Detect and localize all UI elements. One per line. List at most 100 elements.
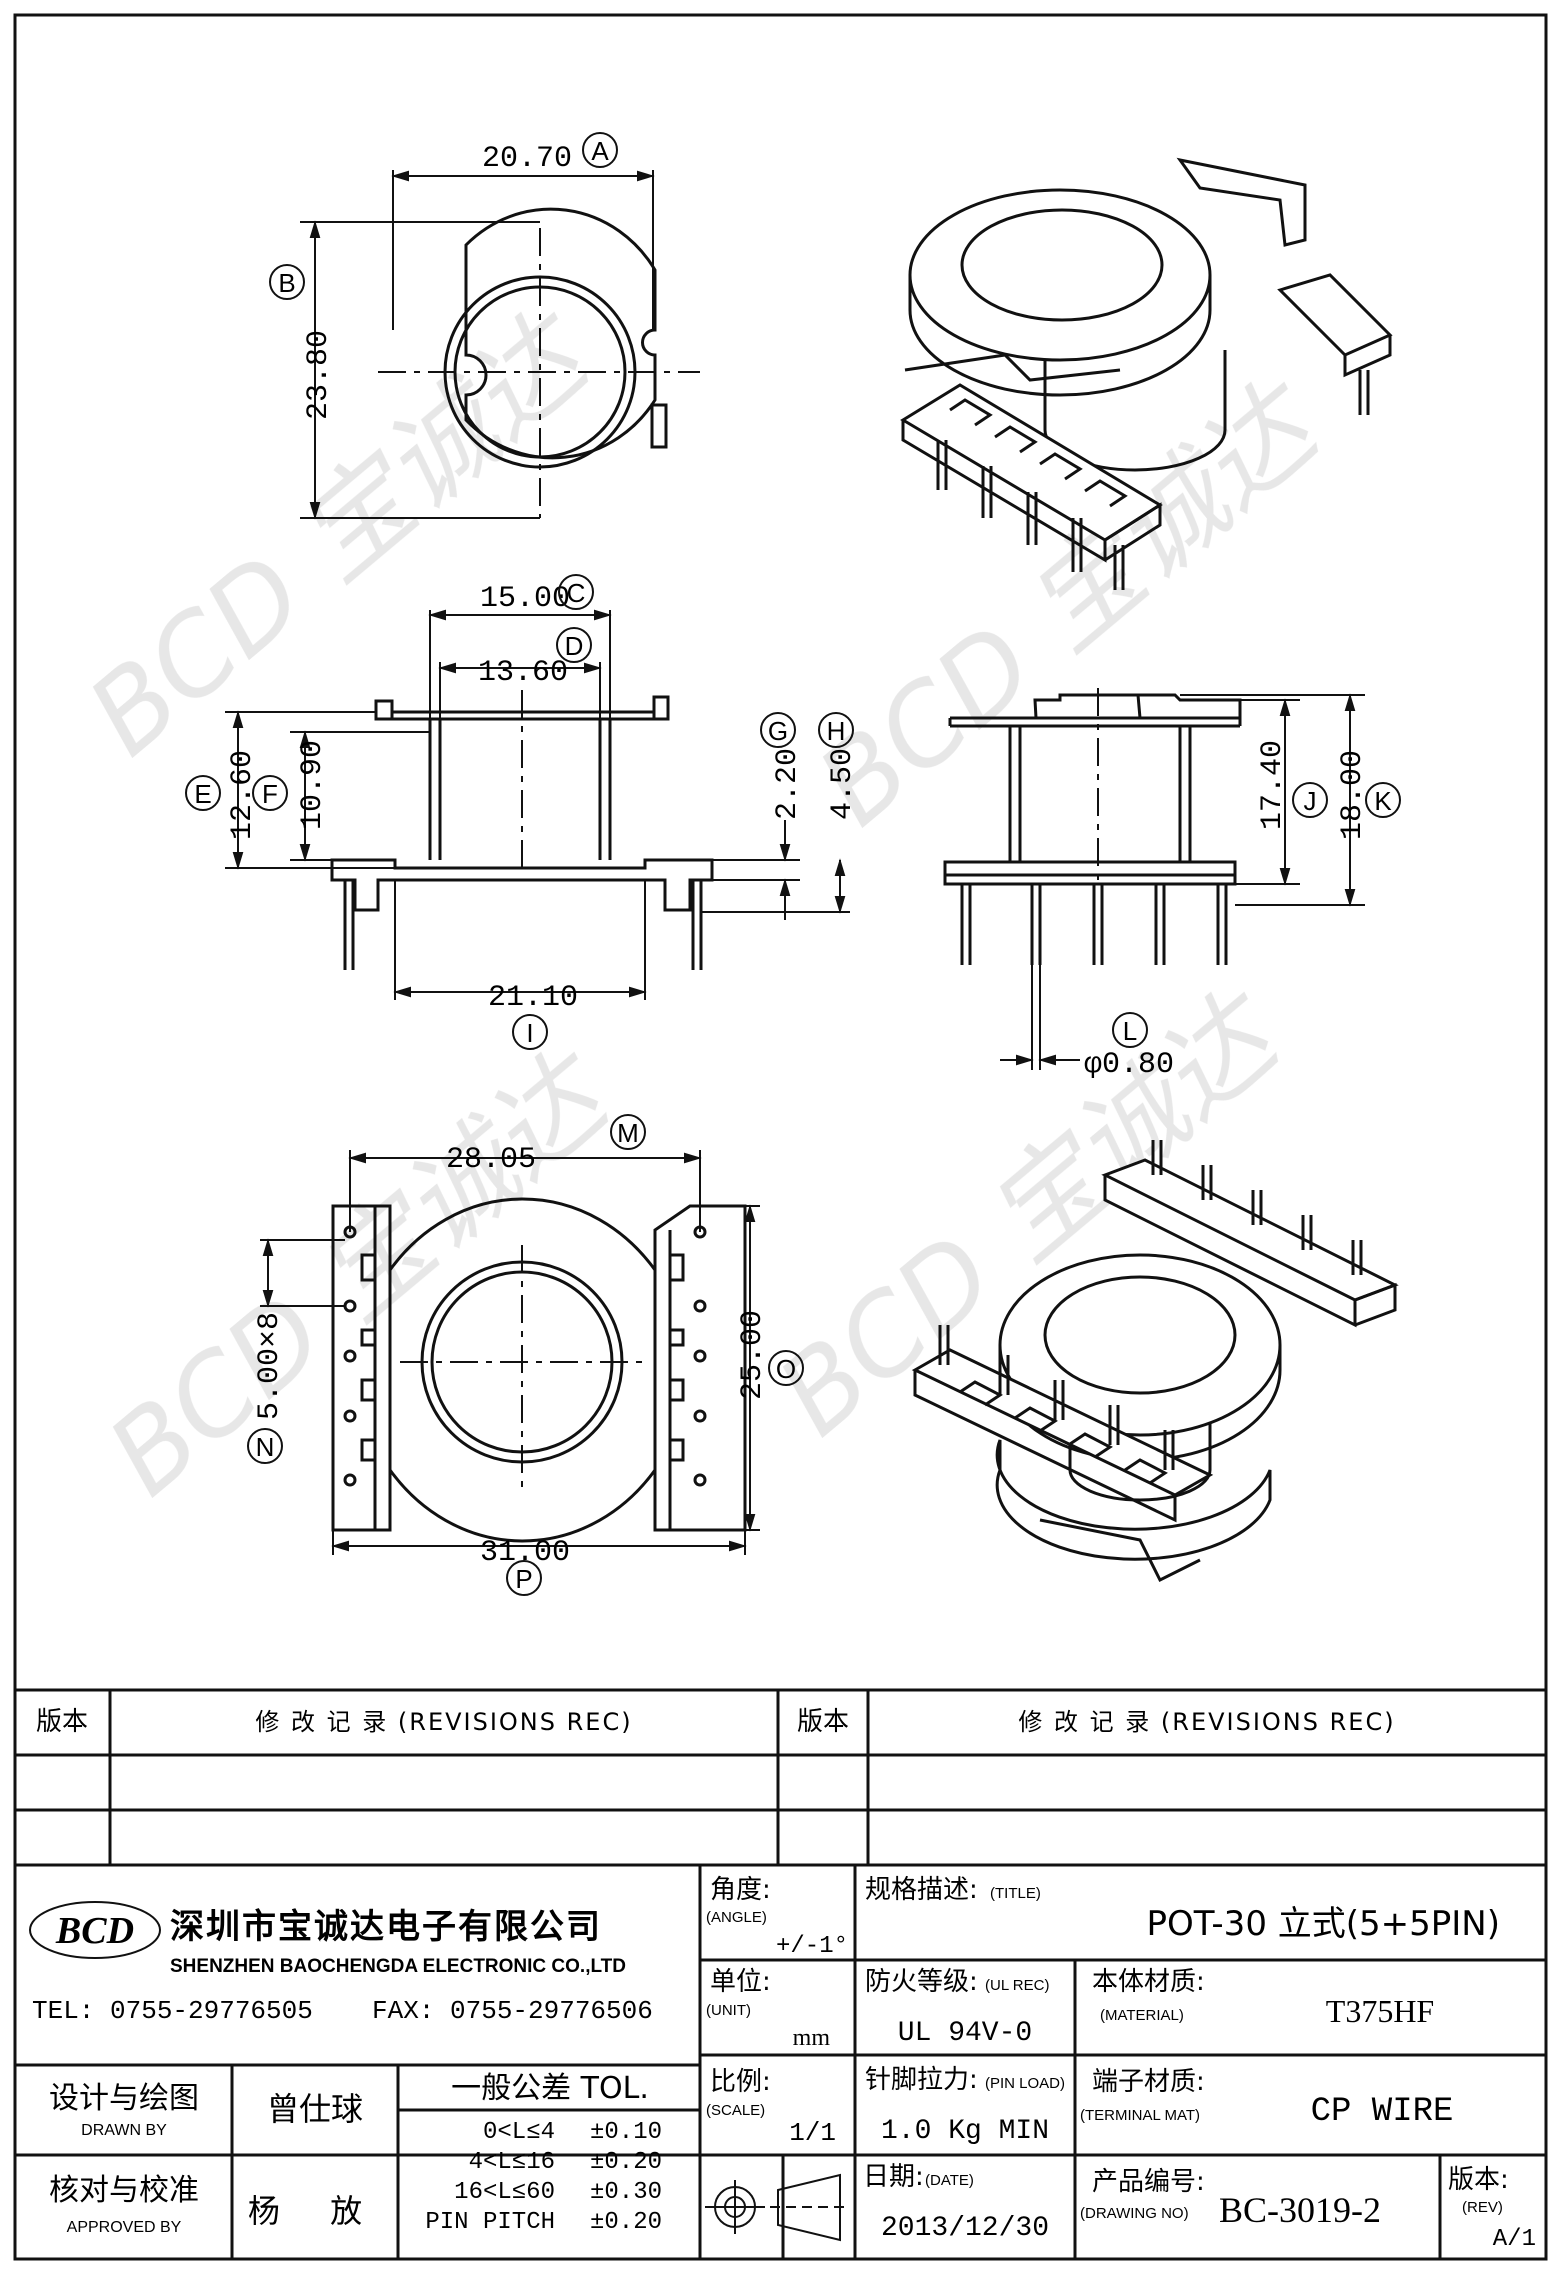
- dim-p: [331, 1530, 747, 1555]
- material-label: 本体材质:: [1092, 1967, 1205, 1997]
- dim-m-value: 28.05: [446, 1143, 536, 1177]
- tol-range: 0<L≤4: [483, 2119, 555, 2146]
- balloon-h: [818, 712, 854, 748]
- balloon-l: [1112, 1012, 1148, 1048]
- balloon-c-label: C: [567, 578, 586, 608]
- pinload-value: 1.0 Kg MIN: [881, 2116, 1049, 2147]
- balloon-m: [610, 1114, 646, 1150]
- bottom-view-centerlines: [400, 1245, 645, 1490]
- pinload-label: 针脚拉力:: [865, 2065, 978, 2095]
- balloon-p-label: P: [515, 1564, 532, 1594]
- approved-label: 核对与校准: [49, 2173, 199, 2208]
- pinload-label-en: (PIN LOAD): [985, 2075, 1065, 2092]
- balloon-e: [185, 775, 221, 811]
- company-name-en: SHENZHEN BAOCHENGDA ELECTRONIC CO.,LTD: [170, 1956, 626, 1977]
- dim-h: [700, 858, 850, 914]
- dim-a-value: 20.70: [482, 142, 572, 176]
- rev-col-version-right: 版本: [797, 1707, 849, 1737]
- approved-label-en: APPROVED BY: [67, 2219, 182, 2236]
- unit-label-en: (UNIT): [706, 2002, 751, 2019]
- balloon-h-label: H: [827, 716, 846, 746]
- title-value: POT-30 立式(5+5PIN): [1147, 1904, 1501, 1944]
- balloon-n-label: N: [256, 1432, 275, 1462]
- balloon-f: [252, 775, 288, 811]
- title-label-en: (TITLE): [990, 1885, 1041, 1902]
- dim-e: [225, 710, 395, 870]
- iso-view-2: [911, 1158, 1399, 1583]
- front-view-pins: [343, 880, 703, 970]
- rev-label: 版本:: [1448, 2165, 1509, 2195]
- dim-k-value: 18.00: [1336, 750, 1370, 840]
- balloon-a-label: A: [591, 136, 609, 166]
- angle-value: +/-1°: [776, 1933, 848, 1960]
- dim-i: [393, 880, 647, 1000]
- dim-f-value: 10.90: [296, 740, 330, 830]
- fire-value: UL 94V-0: [898, 2018, 1032, 2049]
- angle-label-en: (ANGLE): [706, 1909, 767, 1926]
- balloon-j-label: J: [1304, 786, 1317, 816]
- dim-o: [744, 1204, 760, 1532]
- tol-list: 0<L≤4 ±0.10 4<L≤16 ±0.20 16<L≤60 ±0.30 P…: [425, 2119, 662, 2236]
- balloon-c: [558, 574, 594, 610]
- dim-k: [1180, 693, 1365, 907]
- dim-n: [260, 1238, 345, 1308]
- balloon-g: [760, 712, 796, 748]
- scale-label: 比例:: [710, 2067, 771, 2097]
- tol-value: ±0.10: [590, 2119, 662, 2146]
- balloon-e-label: E: [194, 779, 211, 809]
- rev-col-record-left: 修 改 记 录 (REVISIONS REC): [255, 1708, 632, 1736]
- balloon-p: [506, 1560, 542, 1596]
- dim-l: [1000, 965, 1080, 1070]
- title-label: 规格描述:: [865, 1875, 978, 1905]
- rev-value: A/1: [1493, 2226, 1536, 2253]
- dim-j: [1235, 698, 1300, 886]
- terminal-value: CP WIRE: [1311, 2093, 1454, 2131]
- svg-text:BCD: BCD: [55, 1910, 134, 1952]
- company-fax: FAX: 0755-29776506: [372, 1996, 653, 2026]
- dim-d-value: 13.60: [478, 656, 568, 690]
- unit-value: mm: [793, 2025, 831, 2051]
- drawn-value: 曾仕球: [267, 2090, 363, 2128]
- tol-title: 一般公差 TOL.: [451, 2071, 649, 2106]
- drawn-label-en: DRAWN BY: [81, 2122, 167, 2139]
- dim-b: [300, 220, 540, 520]
- dim-m: [348, 1150, 702, 1232]
- tol-range: 4<L≤16: [469, 2149, 555, 2176]
- balloon-b: [269, 264, 305, 300]
- dim-g: [712, 820, 800, 920]
- balloon-k: [1365, 782, 1401, 818]
- material-value: T375HF: [1326, 1993, 1434, 2029]
- balloon-o: [768, 1350, 804, 1386]
- balloon-g-label: G: [768, 716, 788, 746]
- balloon-f-label: F: [262, 779, 278, 809]
- tol-range: 16<L≤60: [454, 2179, 555, 2206]
- fire-label-en: (UL REC): [985, 1977, 1049, 1994]
- company-tel: TEL: 0755-29776505: [32, 1996, 313, 2026]
- balloon-a: [582, 132, 618, 168]
- title-block-grid: [15, 1688, 1546, 2259]
- material-label-en: (MATERIAL): [1100, 2007, 1184, 2024]
- date-label: 日期:: [863, 2162, 924, 2192]
- iso-view-2-pins: [938, 1140, 1363, 1470]
- fire-label: 防火等级:: [865, 1967, 978, 1997]
- dim-j-value: 17.40: [1256, 740, 1290, 830]
- balloon-j: [1292, 782, 1328, 818]
- dim-c: [428, 609, 612, 719]
- top-view-centerlines: [378, 228, 700, 518]
- balloon-b-label: B: [278, 268, 295, 298]
- rev-col-record-right: 修 改 记 录 (REVISIONS REC): [1018, 1708, 1395, 1736]
- dim-e-value: 12.60: [226, 750, 260, 840]
- company-name-cn: 深圳市宝诚达电子有限公司: [170, 1907, 602, 1947]
- tol-value: ±0.20: [590, 2209, 662, 2236]
- balloon-d-label: D: [565, 631, 584, 661]
- iso-view-1-pins: [936, 370, 1370, 590]
- rev-label-en: (REV): [1462, 2199, 1503, 2216]
- rev-col-version-left: 版本: [36, 1707, 88, 1737]
- dim-d: [438, 662, 602, 719]
- balloon-n: [247, 1428, 283, 1464]
- projection-symbol: [705, 2180, 765, 2234]
- balloon-m-label: M: [617, 1118, 639, 1148]
- balloon-i: [512, 1014, 548, 1050]
- dim-c-value: 15.00: [480, 582, 570, 616]
